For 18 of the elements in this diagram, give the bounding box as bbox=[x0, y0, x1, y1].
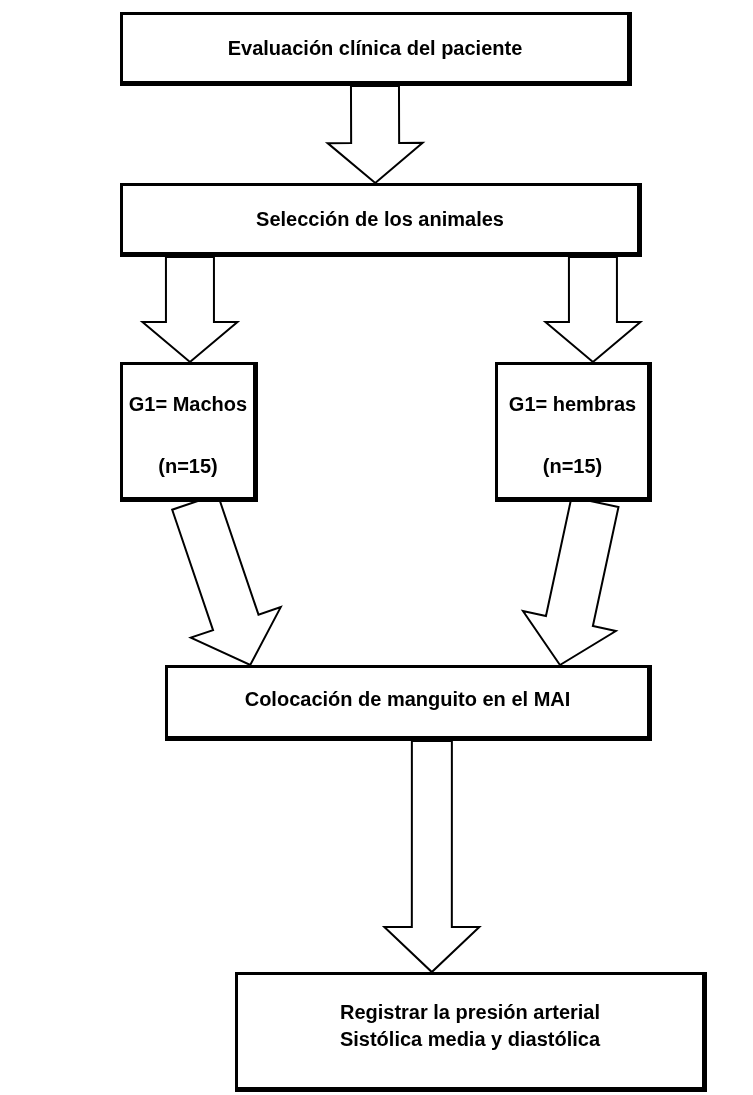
box-text: G1= hembras bbox=[508, 391, 637, 417]
block-arrow bbox=[324, 84, 426, 185]
block-arrow bbox=[139, 256, 241, 364]
process-box bbox=[120, 362, 258, 502]
block-arrow bbox=[381, 740, 482, 974]
box-text: Colocación de manguito en el MAI bbox=[244, 687, 571, 712]
box-text: (n=15) bbox=[158, 453, 218, 479]
process-box bbox=[120, 183, 642, 257]
box-text: G1= Machos bbox=[128, 391, 248, 417]
process-box bbox=[120, 12, 632, 86]
process-box bbox=[495, 362, 652, 502]
process-box bbox=[165, 665, 652, 741]
box-text: (n=15) bbox=[542, 453, 603, 479]
box-text: Registrar la presión arterial Sistólica media y diastólica bbox=[338, 1000, 602, 1052]
block-arrow bbox=[542, 256, 644, 364]
process-box bbox=[235, 972, 707, 1092]
box-text: Selección de los animales bbox=[256, 206, 504, 232]
box-text: Evaluación clínica del paciente bbox=[227, 35, 523, 61]
